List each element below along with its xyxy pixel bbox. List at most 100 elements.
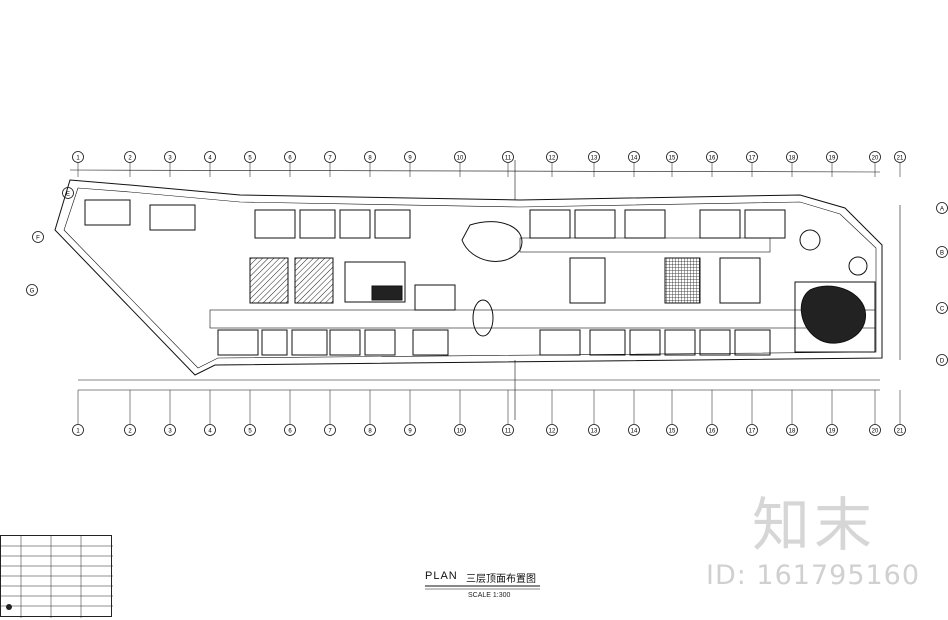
grid-column-label: 7 xyxy=(328,156,332,162)
grid-row-label: E xyxy=(66,192,70,198)
grid-row-bubble: F xyxy=(32,231,44,243)
grid-column-bubble: 6 xyxy=(284,151,296,177)
grid-column-bubble: 20 xyxy=(869,390,881,436)
grid-column-bubble: 11 xyxy=(502,390,514,436)
plan-scale: SCALE 1:300 xyxy=(468,592,511,599)
grid-column-label: 16 xyxy=(709,429,716,435)
grid-column-bubble: 12 xyxy=(546,151,558,177)
grid-column-label: 7 xyxy=(328,429,332,435)
grid-column-bubble: 5 xyxy=(244,390,256,436)
grid-column-label: 5 xyxy=(248,156,252,162)
grid-column-label: 9 xyxy=(408,156,412,162)
grid-column-label: 13 xyxy=(591,156,598,162)
grid-row-bubble: G xyxy=(26,284,38,296)
grid-column-bubble: 19 xyxy=(826,151,838,177)
grid-column-label: 2 xyxy=(128,156,132,162)
grid-column-bubble: 5 xyxy=(244,151,256,177)
grid-row-bubble: A xyxy=(936,202,948,214)
grid-column-bubble: 9 xyxy=(404,390,416,436)
grid-column-label: 8 xyxy=(368,156,372,162)
grid-column-bubble: 13 xyxy=(588,151,600,177)
plan-title: PLAN xyxy=(425,570,458,582)
grid-row-bubble: B xyxy=(936,246,948,258)
grid-column-label: 14 xyxy=(631,156,638,162)
grid-column-label: 19 xyxy=(829,156,836,162)
grid-column-label: 13 xyxy=(591,429,598,435)
grid-column-label: 9 xyxy=(408,429,412,435)
grid-column-bubble: 7 xyxy=(324,151,336,177)
grid-column-label: 20 xyxy=(872,156,879,162)
grid-row-label: D xyxy=(940,359,945,365)
grid-row-bubble: E xyxy=(62,187,74,199)
watermark-logo: 知末 xyxy=(752,491,877,559)
grid-column-label: 18 xyxy=(789,156,796,162)
grid-column-label: 18 xyxy=(789,429,796,435)
grid-column-label: 20 xyxy=(872,429,879,435)
grid-column-bubble: 1 xyxy=(72,390,84,436)
grid-column-bubble: 17 xyxy=(746,390,758,436)
grid-column-label: 12 xyxy=(549,156,556,162)
grid-row-bubble: C xyxy=(936,302,948,314)
grid-column-label: 5 xyxy=(248,429,252,435)
grid-column-bubble: 14 xyxy=(628,151,640,177)
grid-row-bubble: D xyxy=(936,354,948,366)
grid-column-bubble: 18 xyxy=(786,151,798,177)
grid-column-label: 10 xyxy=(457,429,464,435)
grid-column-bubble: 10 xyxy=(454,390,466,436)
legend-table xyxy=(0,535,113,618)
grid-column-label: 2 xyxy=(128,429,132,435)
grid-column-bubble: 9 xyxy=(404,151,416,177)
grid-column-bubble: 6 xyxy=(284,390,296,436)
grid-column-label: 12 xyxy=(549,429,556,435)
legend-grid xyxy=(1,536,113,618)
grid-column-label: 6 xyxy=(288,156,292,162)
grid-column-bubble: 21 xyxy=(894,390,906,436)
grid-column-bubble: 15 xyxy=(666,390,678,436)
grid-column-bubble: 7 xyxy=(324,390,336,436)
dimension-lines xyxy=(69,160,901,420)
grid-column-label: 15 xyxy=(669,156,676,162)
grid-column-label: 21 xyxy=(897,156,904,162)
grid-column-label: 14 xyxy=(631,429,638,435)
grid-column-label: 10 xyxy=(457,156,464,162)
grid-column-label: 16 xyxy=(709,156,716,162)
grid-axes: 1122334455667788991010111112121313141415… xyxy=(26,151,948,436)
grid-column-bubble: 16 xyxy=(706,390,718,436)
watermark-id: ID: 161795160 xyxy=(706,560,921,591)
grid-column-label: 8 xyxy=(368,429,372,435)
grid-column-label: 6 xyxy=(288,429,292,435)
grid-column-bubble: 3 xyxy=(164,151,176,177)
grid-column-label: 17 xyxy=(749,156,756,162)
grid-column-bubble: 1 xyxy=(72,151,84,177)
grid-column-bubble: 15 xyxy=(666,151,678,177)
grid-column-bubble: 16 xyxy=(706,151,718,177)
grid-row-label: C xyxy=(940,307,945,313)
grid-column-bubble: 8 xyxy=(364,390,376,436)
grid-column-bubble: 10 xyxy=(454,151,466,177)
grid-column-bubble: 17 xyxy=(746,151,758,177)
grid-column-label: 3 xyxy=(168,156,172,162)
grid-row-label: B xyxy=(940,251,944,257)
grid-column-bubble: 2 xyxy=(124,390,136,436)
grid-column-label: 4 xyxy=(208,156,212,162)
grid-row-label: G xyxy=(30,289,35,295)
grid-row-label: A xyxy=(940,207,944,213)
grid-column-bubble: 2 xyxy=(124,151,136,177)
grid-column-bubble: 19 xyxy=(826,390,838,436)
grid-column-label: 19 xyxy=(829,429,836,435)
grid-column-bubble: 4 xyxy=(204,151,216,177)
grid-column-bubble: 13 xyxy=(588,390,600,436)
grid-column-label: 1 xyxy=(76,156,80,162)
building-outline xyxy=(54,179,883,376)
title-underline xyxy=(425,585,540,590)
grid-column-label: 21 xyxy=(897,429,904,435)
grid-column-label: 11 xyxy=(505,429,512,435)
grid-column-bubble: 21 xyxy=(894,151,906,177)
grid-column-bubble: 20 xyxy=(869,151,881,177)
grid-column-label: 4 xyxy=(208,429,212,435)
grid-column-label: 17 xyxy=(749,429,756,435)
plan-title-cn: 三层顶面布置图 xyxy=(466,574,536,585)
grid-column-label: 1 xyxy=(76,429,80,435)
grid-column-bubble: 8 xyxy=(364,151,376,177)
